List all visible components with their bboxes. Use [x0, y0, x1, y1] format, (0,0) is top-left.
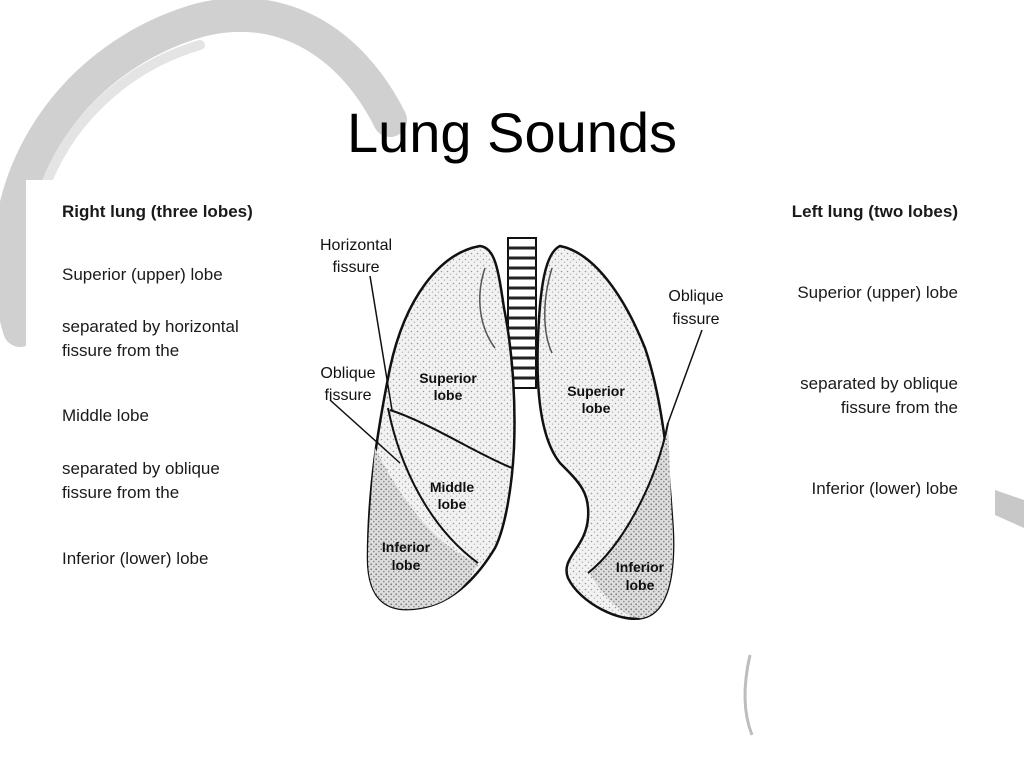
- horizontal-fissure-label-1: Horizontal: [320, 237, 392, 254]
- right-lung-oblique-fissure-text: separated by oblique fissure from the: [62, 459, 220, 502]
- right-lung-middle-lobe: Middle lobe: [62, 406, 149, 425]
- lung-diagram: Horizontal fissure Oblique fissure Obliq…: [320, 237, 724, 621]
- oblique-fissure-right-label-1: Oblique: [320, 365, 375, 382]
- left-inferior-lobe-label-1: Inferior: [616, 559, 665, 575]
- right-lung-inferior-lobe: Inferior (lower) lobe: [62, 549, 209, 568]
- left-lung: [536, 244, 675, 621]
- right-inferior-lobe-region: [368, 448, 478, 610]
- right-lung-superior-lobe: Superior (upper) lobe: [62, 265, 223, 284]
- right-lung: [366, 244, 516, 611]
- right-superior-lobe-label-1: Superior: [419, 370, 477, 386]
- left-lung-superior-lobe: Superior (upper) lobe: [797, 283, 958, 302]
- swoosh-arc: [0, 0, 407, 347]
- left-lung-oblique-fissure-text: separated by oblique fissure from the: [800, 374, 958, 417]
- left-inferior-lobe-label-2: lobe: [626, 577, 655, 593]
- slide-title: Lung Sounds: [346, 101, 678, 164]
- right-inferior-lobe-label-2: lobe: [392, 557, 421, 573]
- left-oblique-fissure-line: [587, 422, 669, 574]
- oblique-fissure-left-label-1: Oblique: [668, 288, 723, 305]
- oblique-fissure-right-label-2: fissure: [324, 387, 371, 404]
- right-superior-lobe-label-2: lobe: [434, 387, 463, 403]
- right-inferior-lobe-label-1: Inferior: [382, 539, 431, 555]
- right-lung-header: Right lung (three lobes): [62, 202, 253, 221]
- right-horizontal-fissure-line: [389, 409, 513, 469]
- right-middle-lobe-label-2: lobe: [438, 496, 467, 512]
- oblique-fissure-left-label-2: fissure: [672, 311, 719, 328]
- right-oblique-fissure-line: [387, 407, 479, 564]
- swoosh-right: [995, 490, 1024, 528]
- left-lung-inferior-lobe: Inferior (lower) lobe: [811, 479, 958, 498]
- oblique-fissure-right-leader: [329, 399, 401, 464]
- right-lung-horizontal-fissure-text: separated by horizontal fissure from the: [62, 317, 239, 360]
- left-superior-lobe-label-1: Superior: [567, 383, 625, 399]
- left-superior-lobe-label-2: lobe: [582, 400, 611, 416]
- oblique-fissure-left-leader: [667, 329, 703, 424]
- horizontal-fissure-label-2: fissure: [332, 259, 379, 276]
- swoosh-bottom: [743, 654, 754, 736]
- left-lung-header: Left lung (two lobes): [791, 202, 958, 221]
- horizontal-fissure-leader: [369, 275, 393, 411]
- right-middle-lobe-label-1: Middle: [430, 479, 475, 495]
- left-inferior-lobe-region: [590, 428, 674, 619]
